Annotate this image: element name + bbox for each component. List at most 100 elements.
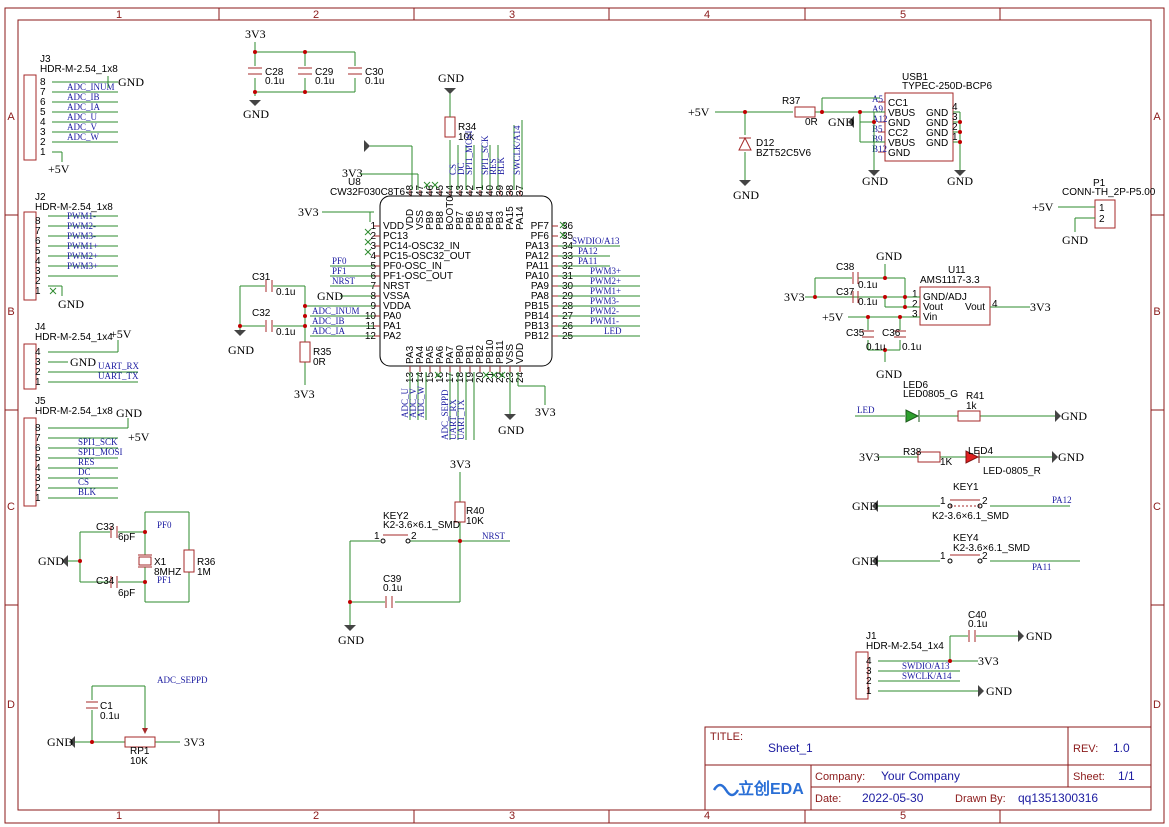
connector-j5[interactable]: J5 HDR-M-2.54_1x8 8 7 6 5 4 3 2 1 SPI1_S… xyxy=(23,396,150,507)
gnd-label: GND xyxy=(876,367,902,381)
col-label: 2 xyxy=(313,810,319,822)
pin-number: 3 xyxy=(35,357,41,368)
pin-name: PB4 xyxy=(485,211,496,230)
net-label: BLK xyxy=(496,156,506,175)
col-label: 5 xyxy=(900,9,906,21)
net-label: NRST xyxy=(482,531,506,541)
net-label: PWM1- xyxy=(590,316,619,326)
pin-number: B5 xyxy=(872,124,883,134)
value-label: 0.1u xyxy=(858,280,877,291)
power-label: 3V3 xyxy=(784,290,805,304)
row-label: D xyxy=(1153,699,1161,711)
pin-number: 2 xyxy=(35,276,41,287)
value-label: 0.1u xyxy=(315,76,334,87)
value-label: 0.1u xyxy=(858,297,877,308)
net-label: ADC_IB xyxy=(67,92,100,102)
pin-number: A12 xyxy=(872,114,888,124)
pin-number: 41 xyxy=(475,184,486,196)
pin-name: PA4 xyxy=(415,345,426,364)
pin-number: 18 xyxy=(455,371,466,383)
value-label: BZT52C5V6 xyxy=(756,148,811,159)
key4-switch[interactable]: 1 2 KEY4 K2-3.6×6.1_SMD PA11 GND xyxy=(852,533,1080,572)
value-label: 0.1u xyxy=(968,619,987,630)
pin-number: B9 xyxy=(872,134,883,144)
ref-label: C32 xyxy=(252,308,271,319)
ref-label: C38 xyxy=(836,262,855,273)
ref-label: C35 xyxy=(846,328,865,339)
ref-label: R37 xyxy=(782,96,801,107)
ground-icon xyxy=(1052,451,1058,463)
pin-number: 1 xyxy=(940,551,946,562)
gnd-label: GND xyxy=(828,115,854,129)
net-label: LED xyxy=(604,326,622,336)
pin-number: 5 xyxy=(35,246,41,257)
pin-number: 1 xyxy=(866,686,872,697)
power-led-circuit[interactable]: 3V3 R38 1K LED4 LED-0805_R GND xyxy=(859,446,1084,477)
power-terminal-p1[interactable]: P1 CONN-TH_2P-P5.00 1 2 +5V GND xyxy=(1032,178,1156,247)
ground-icon xyxy=(872,555,878,567)
net-label: ADC_IB xyxy=(312,316,345,326)
ref-label: KEY1 xyxy=(953,482,979,493)
column-labels: 1 2 3 4 5 1 2 3 4 5 A B C D A B C D xyxy=(7,9,1161,822)
net-label: ADC_SEPPD xyxy=(157,675,208,685)
pin-number: 1 xyxy=(35,286,41,297)
pin-name: PA9 xyxy=(531,281,550,292)
value-label: HDR-M-2.54_1x8 xyxy=(40,64,118,75)
decoupling-caps-top[interactable]: 3V3 C28 0.1u C29 0.1u C30 0.1u GND xyxy=(243,27,384,121)
key1-switch[interactable]: 1 2 KEY1 K2-3.6×6.1_SMD PA12 GND xyxy=(852,482,1072,522)
reset-circuit[interactable]: 3V3 1 2 KEY2 K2-3.6×6.1_SMD R40 10K C39 … xyxy=(338,457,510,647)
pin-name: PC14-OSC32_IN xyxy=(383,241,460,252)
pin-number: 1 xyxy=(370,221,376,232)
row-label: D xyxy=(7,699,15,711)
ref-label: C34 xyxy=(96,576,115,587)
pin-number: 35 xyxy=(562,231,574,242)
pin-name: CC2 xyxy=(888,128,908,139)
ref-label: C31 xyxy=(252,272,271,283)
net-label: PWM3- xyxy=(67,231,96,241)
pin-number: 22 xyxy=(495,371,506,383)
net-label: LED xyxy=(857,405,875,415)
value-label: 6pF xyxy=(118,588,135,599)
potentiometer-circuit[interactable]: ADC_SEPPD C1 0.1u RP1 10K GND 3V3 xyxy=(47,675,208,767)
connector-j4[interactable]: J4 HDR-M-2.54_1x4 4 3 2 1 UART_RX UART_T… xyxy=(23,322,139,390)
pin-number: 2 xyxy=(35,367,41,378)
net-label: PF0 xyxy=(157,520,172,530)
net-label: DC xyxy=(456,162,466,175)
value-label: K2-3.6×6.1_SMD xyxy=(383,520,460,531)
ref-label: P1 xyxy=(1093,178,1106,189)
net-label: PWM2- xyxy=(67,221,96,231)
pin-number: 1 xyxy=(35,493,41,504)
connector-j2[interactable]: J2 HDR-M-2.54_1x8 8 7 6 5 4 3 2 1 PWM1- … xyxy=(23,192,118,311)
pin-number: 6 xyxy=(35,236,41,247)
pin-number: 3 xyxy=(952,112,958,123)
status-led-circuit[interactable]: LED LED6 LED0805_G R41 1k GND xyxy=(855,380,1087,423)
pin-number: 3 xyxy=(35,266,41,277)
ground-icon xyxy=(1055,410,1061,422)
mcu-supply-decoupling[interactable]: C31 0.1u C32 0.1u R35 0R GND 3V3 xyxy=(228,272,332,401)
value-label: LED-0805_R xyxy=(983,466,1041,477)
ground-icon xyxy=(69,736,75,748)
ldo-u11[interactable]: U11 AMS1117-3.3 GND/ADJ Vout Vin Vout 1 … xyxy=(784,249,1051,381)
pin-number: 2 xyxy=(982,551,988,562)
power-label: 3V3 xyxy=(298,205,319,219)
led-red-icon xyxy=(965,450,980,464)
ground-icon xyxy=(62,555,68,567)
pin-name: VDDA xyxy=(383,301,411,312)
ground-icon xyxy=(848,116,854,128)
value-label: 0R xyxy=(805,117,818,128)
net-label: CS xyxy=(448,164,458,175)
pin-number: 24 xyxy=(515,371,526,383)
column-dividers xyxy=(5,8,1164,823)
swd-connector-j1[interactable]: J1 HDR-M-2.54_1x4 4 3 2 1 SWDIO/A13 SWCL… xyxy=(855,610,1052,700)
pin-number: 4 xyxy=(952,102,958,113)
crystal-circuit[interactable]: PF0 PF1 C33 6pF C34 6pF X1 8MHZ R36 1M G… xyxy=(38,511,216,603)
connector-j3[interactable]: J3 HDR-M-2.54_1x8 8 7 6 5 4 3 2 1 ADC_IN… xyxy=(23,54,144,176)
pin-number: 4 xyxy=(35,347,41,358)
pin-name: PB7 xyxy=(455,211,466,230)
usb-input-protection[interactable]: +5V R37 0R D12 BZT52C5V6 GND xyxy=(688,96,885,202)
value-label: 1M xyxy=(197,567,211,578)
pin-name: PF6 xyxy=(531,231,550,242)
pin-number: 4 xyxy=(992,299,998,310)
